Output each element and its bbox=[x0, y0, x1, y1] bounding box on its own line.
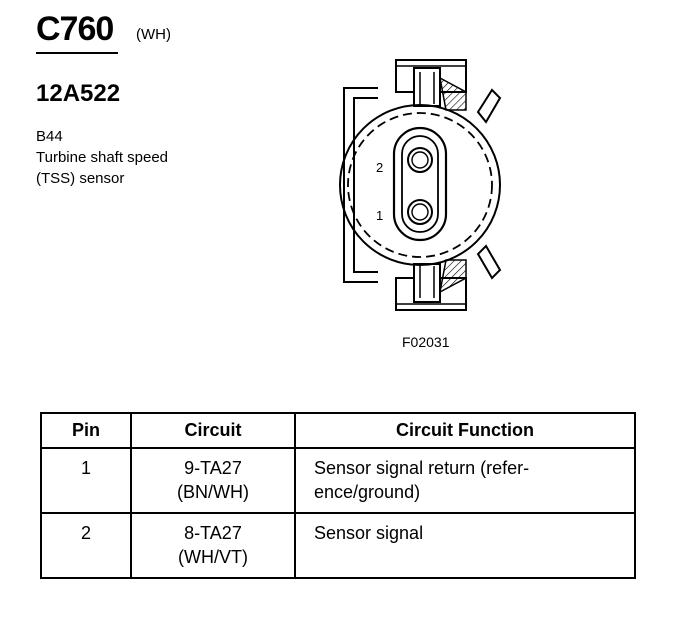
bottom-latch bbox=[413, 263, 441, 303]
part-number: 12A522 bbox=[36, 80, 121, 107]
description-line-1: Turbine shaft speed bbox=[36, 149, 169, 166]
pinout-table: Pin Circuit Circuit Function 1 9-TA27 (B… bbox=[40, 412, 636, 579]
row-2-function-line-1: Sensor signal bbox=[314, 523, 424, 543]
table-row: 2 8-TA27 (WH/VT) Sensor signal bbox=[40, 512, 636, 579]
row-2-function: Sensor signal bbox=[294, 512, 636, 579]
bottom-latch-hatch bbox=[438, 259, 467, 294]
top-latch-hatch bbox=[438, 76, 467, 111]
row-1-function: Sensor signal return (refer- ence/ground… bbox=[294, 447, 636, 514]
connector-seal-outline bbox=[347, 112, 493, 258]
header-circuit: Circuit bbox=[130, 412, 296, 449]
connector-id-underline bbox=[36, 52, 118, 54]
row-2-circuit-number: 8-TA27 bbox=[184, 523, 242, 543]
top-latch bbox=[413, 67, 441, 107]
row-1-function-line-2: ence/ground) bbox=[314, 482, 421, 502]
connector-color: (WH) bbox=[136, 26, 171, 43]
row-1-pin: 1 bbox=[40, 447, 132, 514]
figure-id: F02031 bbox=[402, 334, 450, 350]
pin-2-label: 2 bbox=[376, 160, 383, 175]
row-1-circuit-number: 9-TA27 bbox=[184, 458, 242, 478]
housing-left-bracket-inner bbox=[353, 97, 378, 273]
connector-id: C760 bbox=[36, 10, 114, 48]
description-line-2: (TSS) sensor bbox=[36, 170, 125, 187]
header-pin: Pin bbox=[40, 412, 132, 449]
upper-lock-tab bbox=[476, 88, 502, 124]
row-2-pin: 2 bbox=[40, 512, 132, 579]
table-header-row: Pin Circuit Circuit Function bbox=[40, 412, 636, 449]
row-1-circuit-color: (BN/WH) bbox=[177, 482, 249, 502]
row-1-function-line-1: Sensor signal return (refer- bbox=[314, 458, 530, 478]
housing-left-bracket bbox=[343, 87, 378, 283]
lower-lock-tab bbox=[476, 244, 502, 280]
header-function: Circuit Function bbox=[294, 412, 636, 449]
connector-face-diagram: 2 1 bbox=[339, 59, 502, 311]
pin-1-label: 1 bbox=[376, 208, 383, 223]
row-1-circuit: 9-TA27 (BN/WH) bbox=[130, 447, 296, 514]
row-2-circuit-color: (WH/VT) bbox=[178, 547, 248, 567]
row-2-circuit: 8-TA27 (WH/VT) bbox=[130, 512, 296, 579]
table-row: 1 9-TA27 (BN/WH) Sensor signal return (r… bbox=[40, 447, 636, 514]
connector-body-outline bbox=[339, 104, 501, 266]
terminal-cavity-inner bbox=[401, 135, 439, 233]
location-code: B44 bbox=[36, 128, 63, 145]
connector-description: B44 Turbine shaft speed (TSS) sensor bbox=[36, 126, 168, 189]
